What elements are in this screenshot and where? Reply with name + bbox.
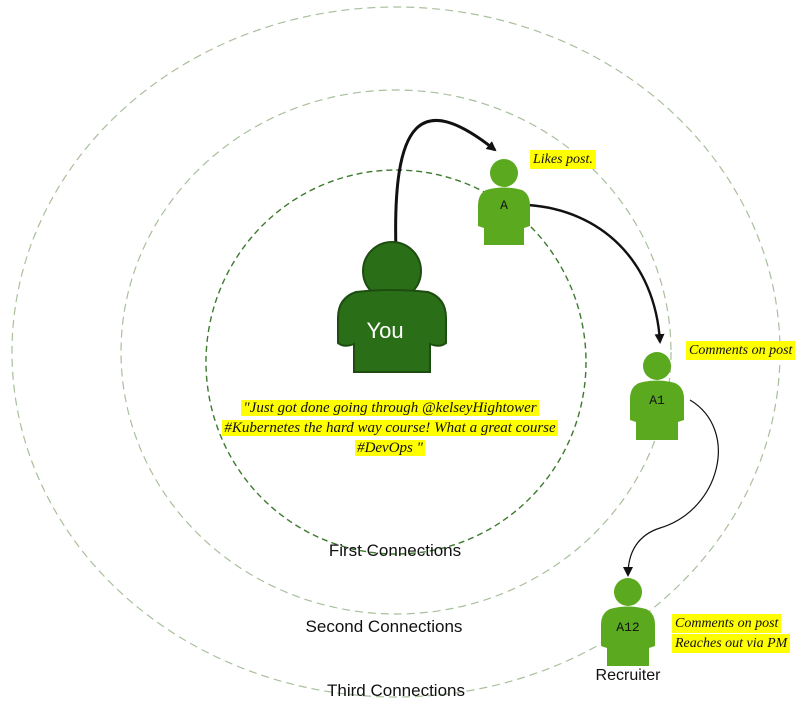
first-connections-ring xyxy=(205,169,587,555)
third-connections-label: Third Connections xyxy=(327,681,465,700)
post-quote: "Just got done going through @kelseyHigh… xyxy=(190,398,590,458)
post-quote-line-2: #Kubernetes the hard way course! What a … xyxy=(222,420,558,436)
arrow-you-to-a xyxy=(394,119,497,253)
you-label: You xyxy=(366,318,403,343)
post-quote-line-3: #DevOps " xyxy=(355,440,425,456)
note-comments-on-post-a1: Comments on post xyxy=(686,341,796,360)
node-a12-person-icon: A12 xyxy=(601,578,655,666)
you-person-icon: You xyxy=(337,241,447,373)
node-a12-label: A12 xyxy=(616,620,639,635)
note-likes-post: Likes post. xyxy=(530,150,596,169)
node-a1-label: A1 xyxy=(649,393,665,408)
node-a1-person-icon: A1 xyxy=(630,352,684,440)
note-comments-on-post-a12: Comments on post xyxy=(672,614,782,633)
second-connections-ring xyxy=(120,89,672,615)
node-a-label: A xyxy=(500,198,508,213)
node-a-person-icon: A xyxy=(478,159,530,245)
recruiter-caption: Recruiter xyxy=(596,667,662,684)
arrow-a1-to-a12 xyxy=(623,399,719,577)
note-reaches-out-via-pm: Reaches out via PM xyxy=(672,634,791,653)
post-quote-line-1: "Just got done going through @kelseyHigh… xyxy=(241,400,539,416)
arrow-a-to-a1 xyxy=(527,203,665,344)
second-connections-label: Second Connections xyxy=(306,617,463,636)
first-connections-label: First Connections xyxy=(329,541,461,560)
